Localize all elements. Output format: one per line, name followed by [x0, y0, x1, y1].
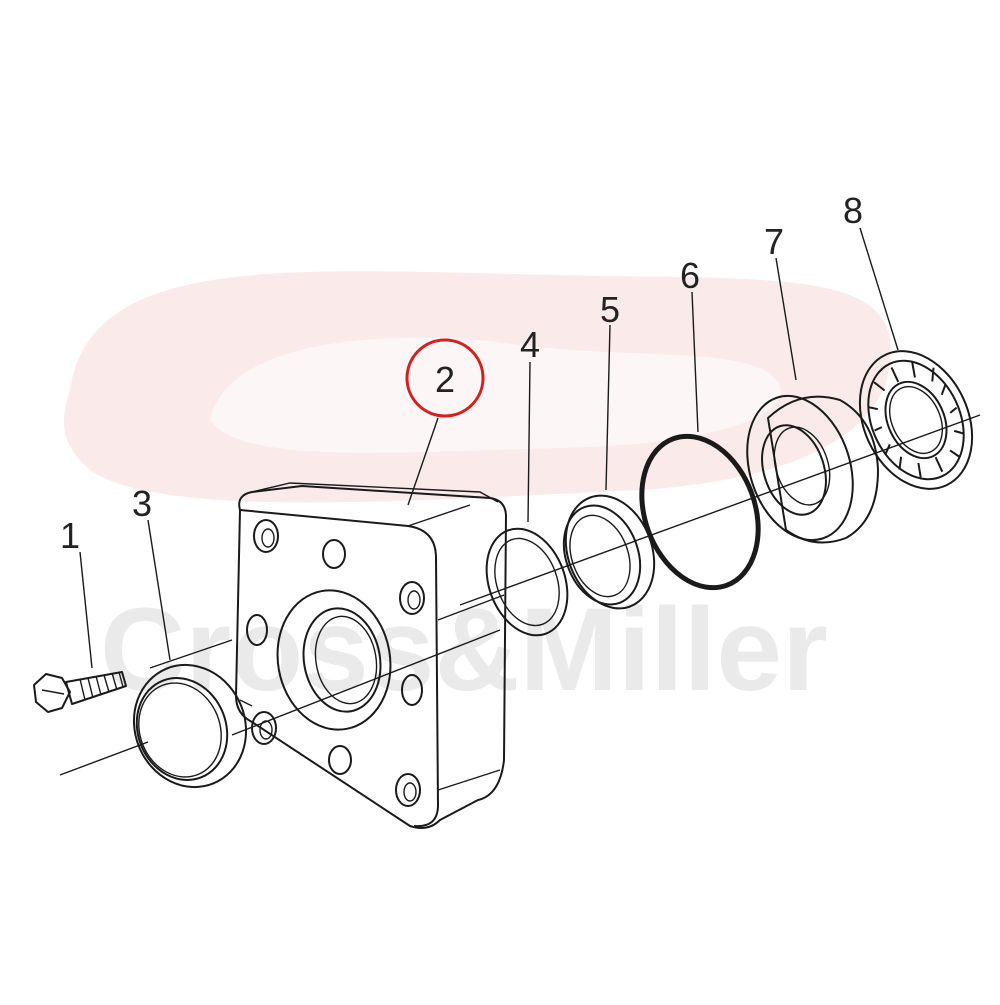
- flange-holes: [246, 519, 425, 807]
- part-8-needle-bearing: [858, 350, 974, 490]
- part-4-washer: [485, 527, 569, 637]
- leader-line-3: [147, 519, 171, 661]
- part-1-bolt: [33, 671, 127, 713]
- part-label-4: 4: [520, 324, 540, 365]
- leader-line-4: [527, 361, 531, 523]
- part-3-seal-ring: [132, 663, 248, 789]
- needle-rollers: [867, 362, 964, 478]
- flange-bore: [276, 589, 392, 731]
- leader-line-2: [407, 417, 439, 506]
- part-labels: 1 2 3 4 5 6 7 8: [60, 190, 863, 556]
- part-label-8: 8: [843, 190, 863, 231]
- flange-edge: [437, 769, 501, 791]
- leader-line-5: [605, 324, 611, 491]
- part-label-1: 1: [60, 515, 80, 556]
- race-body: [767, 395, 879, 544]
- part-label-6: 6: [680, 255, 700, 296]
- highlight-circle: [405, 338, 485, 418]
- axis-segment: [59, 741, 149, 776]
- part-label-7: 7: [764, 221, 784, 262]
- leader-line-6: [691, 291, 699, 433]
- axis-segment-upper: [149, 639, 233, 669]
- part-6-o-ring: [639, 433, 761, 591]
- bolt-shank: [65, 671, 127, 705]
- axis-segment: [231, 629, 501, 736]
- leader-line-7: [775, 257, 797, 381]
- part-2-flange: [235, 482, 507, 829]
- bolt-head-slot: [41, 689, 65, 695]
- part-label-5: 5: [600, 289, 620, 330]
- part-7-bearing-race: [746, 394, 879, 544]
- watermark-logo: Cross&Miller: [64, 271, 891, 716]
- bolt-thread: [79, 671, 124, 701]
- flange-edge: [239, 699, 253, 707]
- leader-line-8: [859, 227, 899, 351]
- leader-line-1: [79, 551, 93, 669]
- watermark-text: Cross&Miller: [100, 584, 828, 716]
- watermark-inner-swoosh: [210, 337, 781, 453]
- part-label-2: 2: [435, 359, 455, 400]
- flange-front-face: [239, 509, 439, 828]
- axis-lines: [59, 414, 981, 776]
- leader-lines: [79, 227, 899, 669]
- bolt-head: [33, 673, 71, 713]
- part-label-3: 3: [132, 483, 152, 524]
- flange-edge: [407, 504, 471, 527]
- axis-segment: [459, 414, 981, 606]
- flange-outline: [235, 485, 507, 829]
- flange-top-edge: [251, 482, 499, 503]
